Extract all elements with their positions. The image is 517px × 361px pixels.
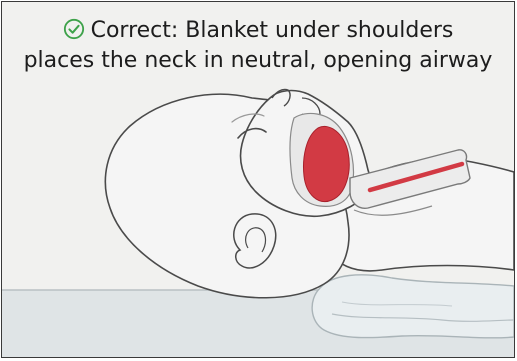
caption-line-1: Correct: Blanket under shoulders <box>2 16 514 46</box>
caption: Correct: Blanket under shoulders places … <box>2 16 514 76</box>
caption-text-1: Correct: Blanket under shoulders <box>91 18 454 43</box>
check-circle-icon <box>63 18 85 40</box>
caption-line-2: places the neck in neutral, opening airw… <box>2 46 514 76</box>
tongue <box>304 126 350 201</box>
blanket <box>312 275 514 338</box>
